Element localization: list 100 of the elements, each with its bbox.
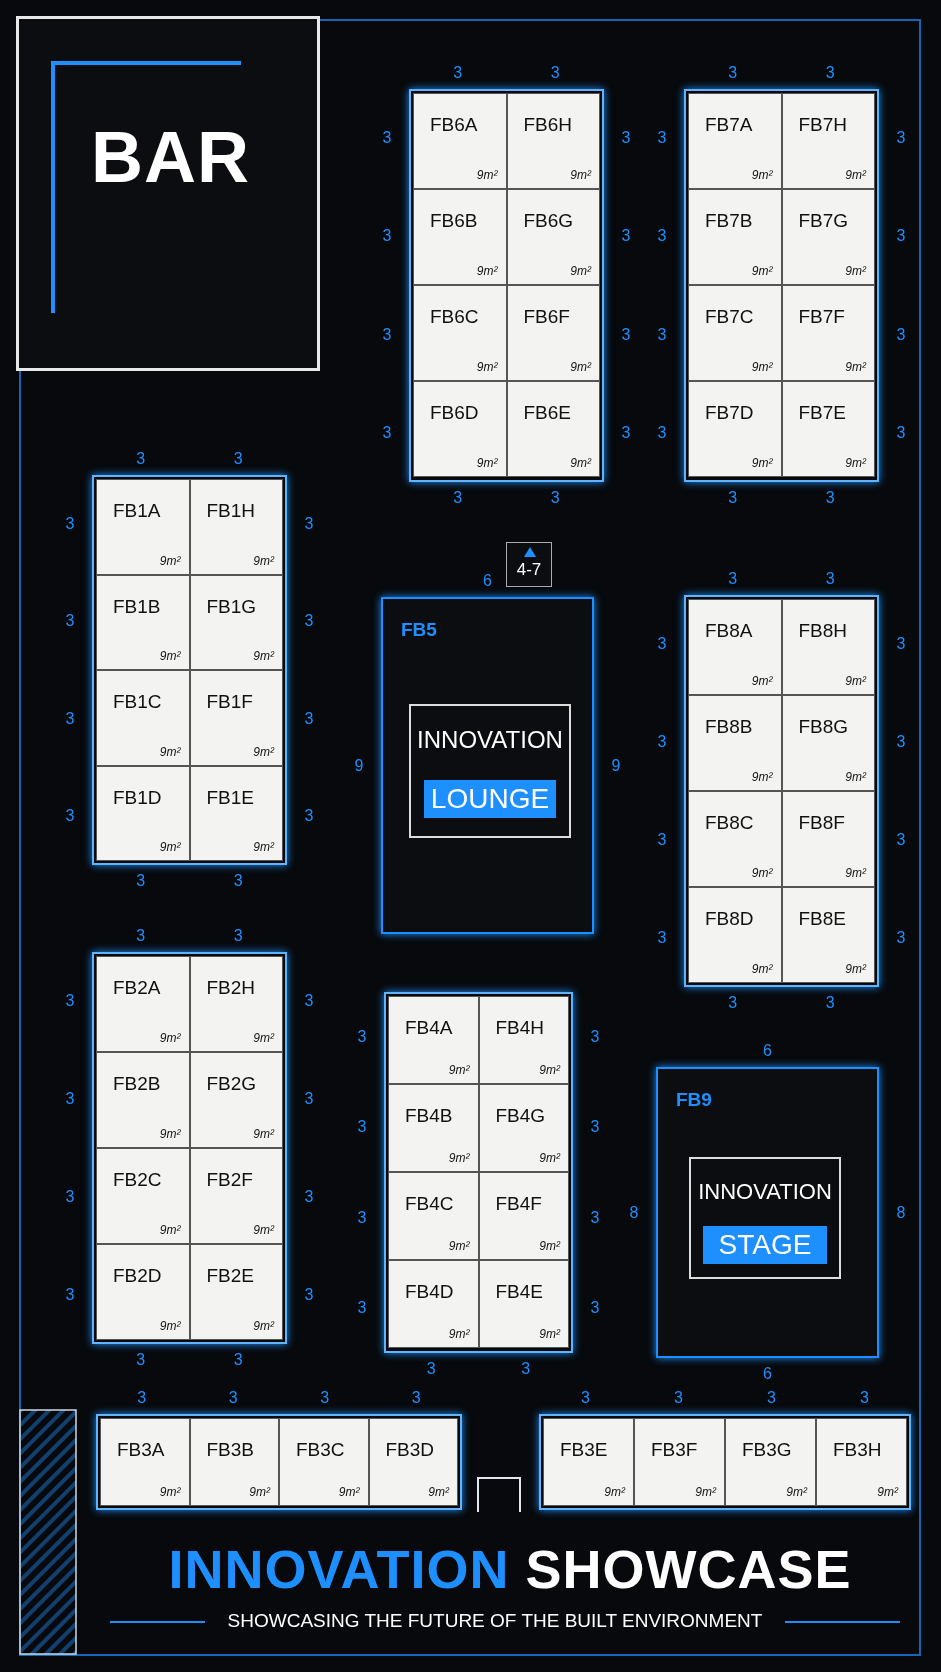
booth-id: FB3A xyxy=(117,1439,165,1461)
area-label: 9m² xyxy=(539,1239,560,1253)
area-label: 9m² xyxy=(448,1327,470,1341)
booth-cell xyxy=(688,189,782,285)
area-label: 9m² xyxy=(253,1031,274,1045)
dimension-label: 3 xyxy=(382,326,392,343)
booth-cell xyxy=(413,285,507,381)
booth-id: FB4G xyxy=(495,1105,546,1127)
dimension-label: 6 xyxy=(763,1366,772,1382)
dimension-label: 3 xyxy=(657,734,667,750)
booth-cell xyxy=(688,93,782,189)
booth-cell xyxy=(506,381,600,477)
booth-cell xyxy=(478,1260,569,1348)
booth-id: FB8G xyxy=(798,716,849,738)
dimension-label: 3 xyxy=(657,424,667,441)
booth-cell xyxy=(781,599,875,695)
booth-cell xyxy=(688,599,782,695)
booth-cell xyxy=(478,996,569,1084)
booth-id: FB1B xyxy=(113,595,161,618)
dimension-label: 3 xyxy=(550,65,560,81)
booth-cell xyxy=(189,1148,283,1244)
area-label: 9m² xyxy=(159,1223,181,1237)
booth-id: FB6H xyxy=(523,114,573,136)
dimension-label: 3 xyxy=(896,424,906,441)
area-label: 9m² xyxy=(751,962,773,976)
area-label: 9m² xyxy=(751,674,773,688)
booth-cell xyxy=(388,996,479,1084)
feature-area xyxy=(381,597,594,934)
dimension-label: 3 xyxy=(136,1352,146,1368)
area-label: 9m² xyxy=(751,264,773,278)
area-label: 9m² xyxy=(253,649,274,663)
area-label: 9m² xyxy=(570,264,591,278)
sign-heading: INNOVATION xyxy=(416,728,564,752)
booth-cell xyxy=(413,381,507,477)
booth-id: FB1G xyxy=(206,595,257,618)
dimension-label: 3 xyxy=(767,1390,776,1406)
feature-area xyxy=(656,1067,879,1358)
dimension-label: 3 xyxy=(896,734,906,750)
dimension-label: 3 xyxy=(825,65,835,81)
booth-id: FB7C xyxy=(705,306,754,328)
dimension-label: 3 xyxy=(621,424,631,441)
dimension-label: 3 xyxy=(320,1390,330,1406)
booth-id: FB8A xyxy=(705,620,753,642)
dimension-label: 9 xyxy=(354,757,364,774)
area-label: 9m² xyxy=(877,1485,898,1499)
booth-cell xyxy=(725,1418,816,1506)
area-code: FB9 xyxy=(676,1089,712,1111)
booth-id: FB2E xyxy=(206,1265,255,1287)
dimension-label: 3 xyxy=(590,1029,600,1046)
booth-cell xyxy=(189,1052,283,1148)
dimension-label: 3 xyxy=(382,228,392,245)
area-label: 9m² xyxy=(159,1485,181,1499)
booth-cell xyxy=(189,1418,279,1506)
dimension-label: 3 xyxy=(657,228,667,245)
dimension-label: 3 xyxy=(896,326,906,343)
booth-cell xyxy=(413,189,507,285)
booth-id: FB3F xyxy=(651,1439,698,1461)
dimension-label: 3 xyxy=(65,613,75,630)
area-label: 9m² xyxy=(845,168,866,182)
booth-cell xyxy=(688,381,782,477)
area-label: 9m² xyxy=(476,456,498,470)
booth-cell xyxy=(388,1260,479,1348)
area-label: 9m² xyxy=(570,456,591,470)
booth-id: FB1H xyxy=(206,500,256,522)
area-label: 9m² xyxy=(539,1063,560,1077)
booth-id: FB3B xyxy=(206,1439,255,1461)
area-label: 9m² xyxy=(249,1485,270,1499)
booth-id: FB3H xyxy=(833,1439,882,1461)
booth-cell xyxy=(368,1418,458,1506)
booth-id: FB7A xyxy=(705,114,753,136)
booth-id: FB6G xyxy=(523,210,574,232)
booth-id: FB6A xyxy=(430,114,478,136)
area-label: 9m² xyxy=(845,962,866,976)
dimension-label: 3 xyxy=(233,451,243,467)
area-label: 9m² xyxy=(845,360,866,374)
booth-id: FB3D xyxy=(385,1439,435,1461)
booth-id: FB1F xyxy=(206,691,253,713)
dimension-label: 3 xyxy=(228,1390,238,1406)
dimension-label: 3 xyxy=(304,515,314,532)
booth-id: FB2D xyxy=(113,1265,162,1287)
dimension-label: 3 xyxy=(728,65,738,81)
dimension-label: 3 xyxy=(590,1209,600,1226)
area-label: 9m² xyxy=(448,1063,470,1077)
aisle-marker xyxy=(506,542,552,587)
dimension-label: 3 xyxy=(896,832,906,848)
area-code: FB5 xyxy=(401,619,437,641)
booth-id: FB4B xyxy=(405,1105,453,1127)
booth-id: FB2C xyxy=(113,1169,162,1191)
dimension-label: 3 xyxy=(453,490,463,506)
dimension-label: 3 xyxy=(896,228,906,245)
booth-id: FB1A xyxy=(113,500,161,522)
dimension-label: 3 xyxy=(621,326,631,343)
dimension-label: 3 xyxy=(357,1209,367,1226)
dimension-label: 3 xyxy=(382,424,392,441)
dimension-label: 8 xyxy=(896,1204,906,1221)
booth-id: FB8H xyxy=(798,620,848,642)
booth-id: FB7D xyxy=(705,402,754,424)
dimension-label: 3 xyxy=(590,1299,600,1316)
dimension-label: 3 xyxy=(65,1287,75,1303)
area-label: 9m² xyxy=(428,1485,449,1499)
